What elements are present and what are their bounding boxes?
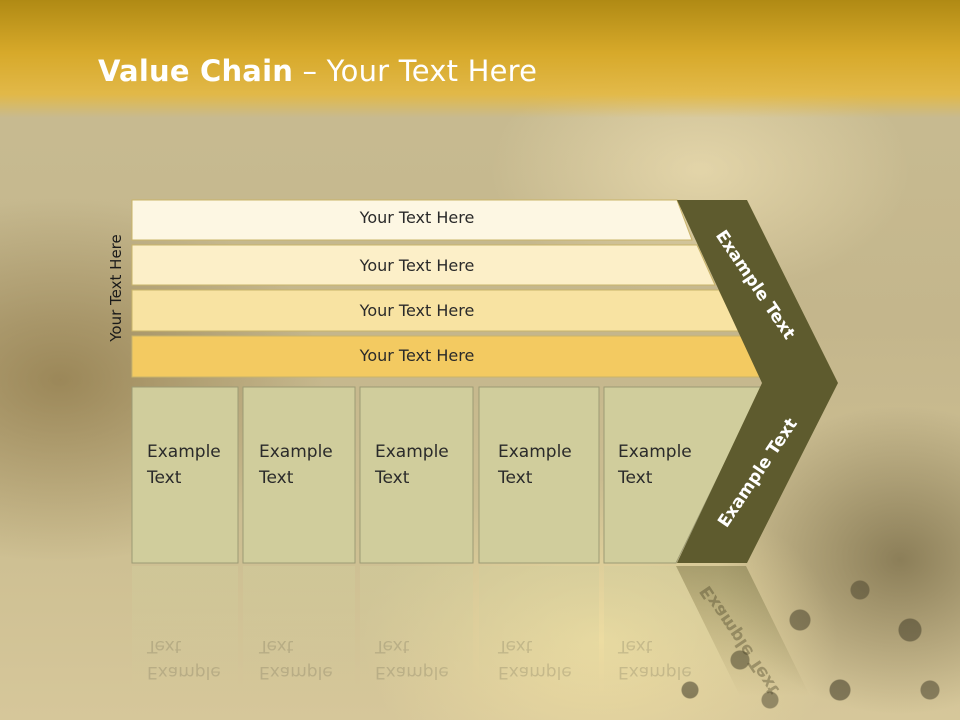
box-1-text: Example Text <box>147 439 221 491</box>
box-2-text-reflection: Example Text <box>259 633 333 685</box>
box-4-text-reflection: Example Text <box>498 633 572 685</box>
box-1-line1: Example <box>147 442 221 462</box>
title-rest: – Your Text Here <box>293 54 538 88</box>
box-3-reflection <box>360 566 473 696</box>
box-1-reflect-line2: Text <box>147 636 182 656</box>
box-3-line2: Text <box>375 468 410 488</box>
band-1[interactable] <box>131 199 693 241</box>
box-4[interactable] <box>478 386 600 564</box>
box-4-reflect-line2: Text <box>498 636 533 656</box>
box-5-reflect-line2: Text <box>618 636 653 656</box>
slide-title[interactable]: Value Chain – Your Text Here <box>98 54 537 88</box>
box-2-line1: Example <box>259 442 333 462</box>
band-3-label: Your Text Here <box>359 301 475 320</box>
box-1-reflection <box>132 566 238 696</box>
box-1-text-reflection: Example Text <box>147 633 221 685</box>
box-2[interactable] <box>242 386 356 564</box>
box-5[interactable] <box>603 386 763 564</box>
box-4-line2: Text <box>498 468 533 488</box>
chevron-arrow[interactable] <box>677 200 838 563</box>
box-5-reflect-line1: Example <box>618 662 692 682</box>
box-1[interactable] <box>131 386 239 564</box>
box-3-text-reflection: Example Text <box>375 633 449 685</box>
box-4-line1: Example <box>498 442 572 462</box>
box-2-reflection <box>243 566 355 696</box>
box-3-line1: Example <box>375 442 449 462</box>
title-band <box>0 0 960 118</box>
box-2-line2: Text <box>259 468 294 488</box>
box-2-reflect-line2: Text <box>259 636 294 656</box>
box-1-line2: Text <box>147 468 182 488</box>
box-3-reflect-line2: Text <box>375 636 410 656</box>
box-4-reflection <box>479 566 599 696</box>
box-1-reflect-line1: Example <box>147 662 221 682</box>
band-4-label: Your Text Here <box>359 346 475 365</box>
box-5-text-reflection: Example Text <box>618 633 692 685</box>
box-5-line1: Example <box>618 442 692 462</box>
box-5-reflection <box>604 566 740 696</box>
chevron-reflection <box>676 566 810 696</box>
title-bold: Value Chain <box>98 54 294 88</box>
box-3[interactable] <box>359 386 474 564</box>
box-5-line2: Text <box>618 468 653 488</box>
box-3-reflect-line1: Example <box>375 662 449 682</box>
band-1-label: Your Text Here <box>359 208 475 227</box>
box-5-text: Example Text <box>618 439 692 491</box>
band-2[interactable] <box>131 244 716 286</box>
box-4-reflect-line1: Example <box>498 662 572 682</box>
band-2-label: Your Text Here <box>359 256 475 275</box>
box-4-text: Example Text <box>498 439 572 491</box>
box-2-text: Example Text <box>259 439 333 491</box>
box-2-reflect-line1: Example <box>259 662 333 682</box>
box-3-text: Example Text <box>375 439 449 491</box>
